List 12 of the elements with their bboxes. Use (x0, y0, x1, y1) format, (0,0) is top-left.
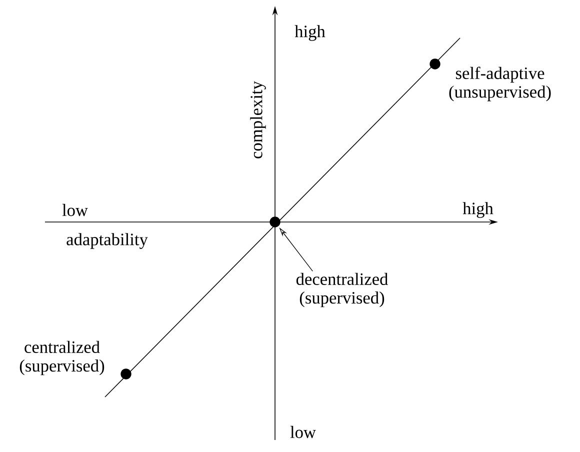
axis-label: low (290, 426, 316, 438)
data-point (430, 58, 440, 70)
axis-label: high (294, 25, 326, 41)
data-point (120, 368, 132, 380)
axis-label: low (62, 204, 88, 216)
axis-label: complexity (250, 81, 266, 158)
point-label: self-adaptive (unsupervised) (449, 66, 551, 102)
point-label: decentralized (supervised) (296, 272, 388, 308)
data-point (270, 216, 280, 228)
axis-label: adaptability (66, 233, 148, 249)
point-label: centralized (supervised) (20, 340, 104, 376)
axis-label: high (462, 202, 494, 218)
